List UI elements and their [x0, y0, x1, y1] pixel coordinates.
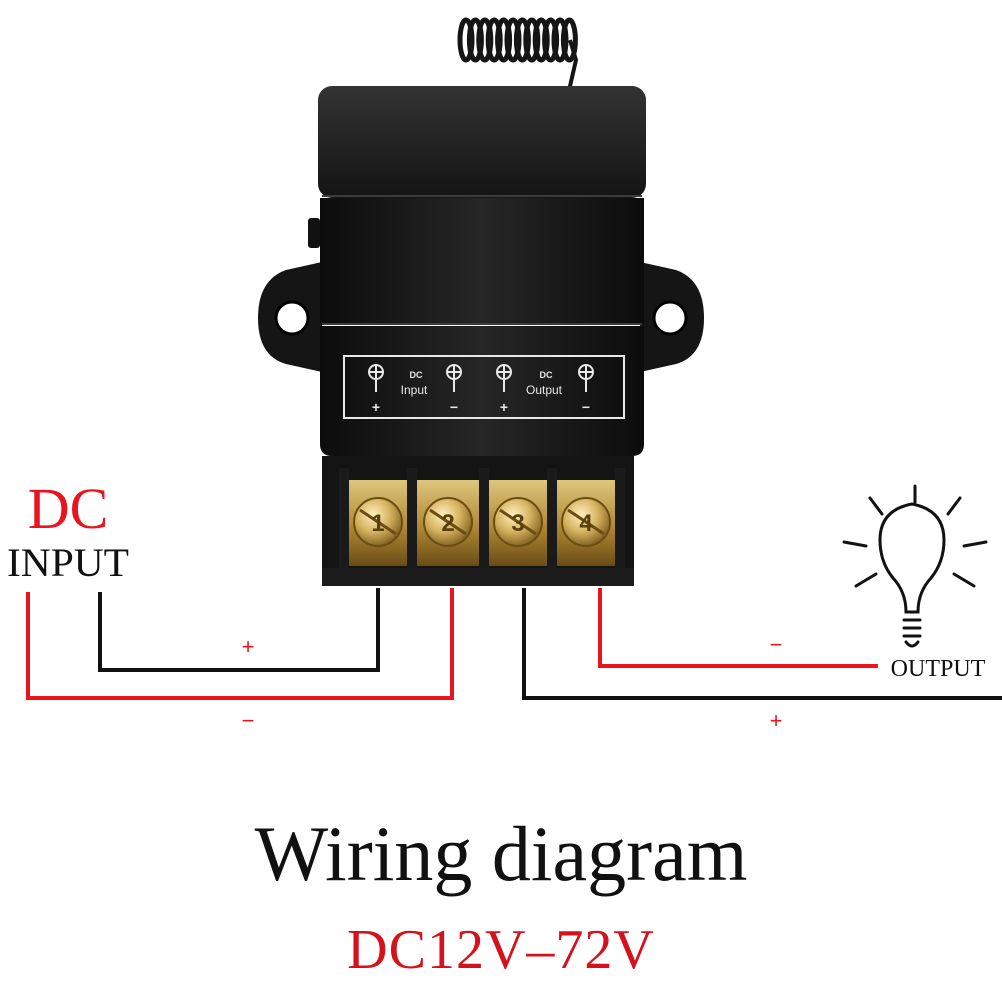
dc-input-label: Input	[401, 383, 428, 397]
wire-input-negative	[26, 588, 454, 700]
panel-terminal-symbol-1	[368, 364, 384, 392]
housing-bottom	[320, 326, 644, 456]
terminal-1: 1	[353, 497, 403, 547]
terminal-number: 2	[441, 510, 454, 537]
dc-output-label: Output	[526, 383, 563, 397]
panel-terminal-symbol-3	[496, 364, 512, 392]
wire-input-positive	[98, 588, 380, 672]
dc-label: DC	[28, 476, 109, 541]
panel-plus-1: +	[372, 399, 380, 415]
output-positive-sign: +	[770, 708, 783, 733]
input-positive-sign: +	[242, 634, 255, 659]
terminal-number: 4	[579, 510, 593, 537]
terminal-label-panel: DC Input DC Output + − + −	[343, 355, 625, 419]
terminal-2: 2	[423, 497, 473, 547]
panel-minus-1: −	[450, 399, 458, 415]
light-rays	[842, 484, 988, 588]
mounting-ear-left	[258, 262, 322, 372]
diagram-title: Wiring diagram	[255, 810, 748, 897]
panel-terminal-symbol-2	[446, 364, 462, 392]
dc-input-prefix: DC	[410, 370, 423, 380]
mounting-ear-right	[640, 262, 704, 372]
wire-output-negative	[598, 588, 878, 668]
terminal-number: 3	[511, 510, 524, 537]
input-negative-sign: −	[242, 708, 255, 733]
output-negative-sign: −	[770, 632, 783, 657]
relay-module: DC Input DC Output + − + − 1 2 3 4	[258, 86, 704, 586]
housing-middle	[320, 198, 644, 324]
wires	[26, 588, 1002, 700]
panel-terminal-symbol-4	[578, 364, 594, 392]
output-label: OUTPUT	[891, 656, 986, 682]
antenna	[457, 17, 579, 96]
terminal-4: 4	[561, 497, 611, 547]
panel-plus-2: +	[500, 399, 508, 415]
voltage-subtitle: DC12V–72V	[347, 919, 655, 981]
panel-minus-2: −	[582, 399, 590, 415]
input-label: INPUT	[7, 540, 129, 585]
terminal-3: 3	[493, 497, 543, 547]
dc-output-prefix: DC	[540, 370, 553, 380]
wire-output-positive	[522, 588, 1002, 700]
housing-top	[318, 86, 646, 198]
terminal-number: 1	[371, 510, 384, 537]
terminal-block: 1 2 3 4	[322, 456, 634, 586]
light-bulb-icon	[842, 484, 988, 648]
